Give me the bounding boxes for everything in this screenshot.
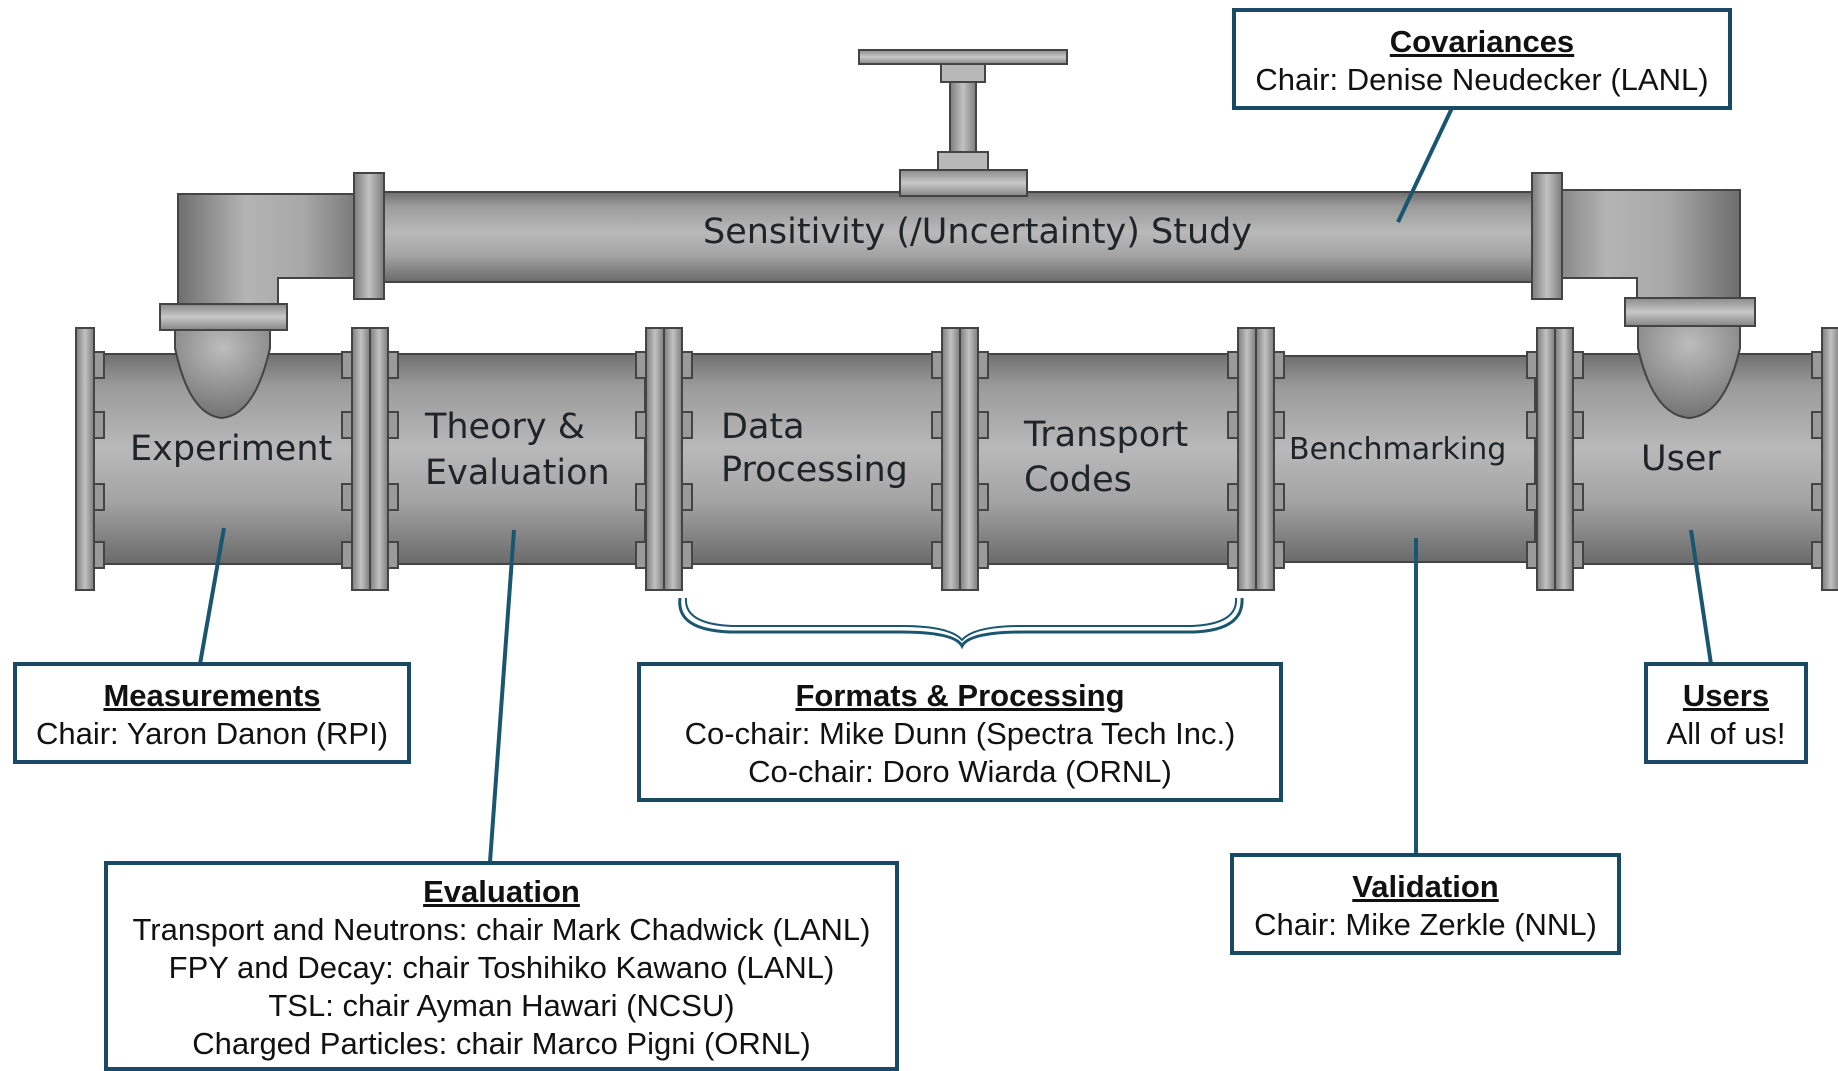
users-title: Users — [1682, 678, 1770, 713]
connectors — [198, 107, 1713, 863]
experiment-label: Experiment — [130, 429, 332, 469]
evaluation-line-3: TSL: chair Ayman Hawari (NCSU) — [268, 988, 735, 1023]
pipe-end-flange — [75, 327, 105, 591]
formats-box: Formats & Processing Co-chair: Mike Dunn… — [637, 662, 1283, 802]
data-label-line1: Data — [721, 407, 805, 447]
validation-title: Validation — [1352, 869, 1499, 904]
evaluation-line-4: Charged Particles: chair Marco Pigni (OR… — [192, 1026, 811, 1061]
evaluation-line-1: Transport and Neutrons: chair Mark Chadw… — [132, 912, 871, 947]
measurements-title: Measurements — [103, 678, 321, 713]
pipe-flange — [635, 327, 693, 591]
evaluation-box: Evaluation Transport and Neutrons: chair… — [104, 861, 899, 1071]
flange — [353, 172, 385, 300]
formats-cochair-2: Co-chair: Doro Wiarda (ORNL) — [748, 754, 1172, 789]
theory-label-line1: Theory & — [424, 407, 585, 447]
pipe-segment-theory — [384, 353, 646, 565]
covariances-title: Covariances — [1389, 24, 1575, 59]
evaluation-title: Evaluation — [423, 874, 580, 909]
evaluation-connector — [488, 529, 516, 863]
data-label-line2: Processing — [721, 450, 908, 490]
left-pipe-joint — [174, 329, 271, 420]
covariances-connector — [1396, 107, 1454, 223]
covariances-box: Covariances Chair: Denise Neudecker (LAN… — [1232, 8, 1732, 110]
right-pipe-joint — [1637, 325, 1741, 420]
formats-brace-inner — [684, 597, 1238, 642]
users-connector — [1689, 529, 1713, 665]
formats-title: Formats & Processing — [795, 678, 1125, 713]
formats-cochair-1: Co-chair: Mike Dunn (Spectra Tech Inc.) — [684, 716, 1236, 751]
sensitivity-label: Sensitivity (/Uncertainty) Study — [703, 212, 1252, 252]
user-label: User — [1641, 439, 1721, 479]
validation-box: Validation Chair: Mike Zerkle (NNL) — [1230, 853, 1621, 955]
pipe-flange — [1227, 327, 1285, 591]
transport-label-line1: Transport — [1023, 415, 1188, 455]
measurements-box: Measurements Chair: Yaron Danon (RPI) — [13, 662, 411, 764]
pipe-segment-transport — [975, 353, 1239, 565]
valve-handle — [858, 49, 1068, 65]
pipe-segment-data — [679, 353, 943, 565]
validation-chair: Chair: Mike Zerkle (NNL) — [1254, 907, 1597, 942]
covariances-chair: Chair: Denise Neudecker (LANL) — [1255, 62, 1709, 97]
pipe-segment-benchmarking — [1271, 355, 1536, 563]
pipe-flange — [931, 327, 989, 591]
users-box: Users All of us! — [1644, 662, 1808, 764]
main-pipeline — [89, 353, 1837, 565]
formats-brace — [678, 597, 1244, 650]
pipe-end-flange — [1811, 327, 1838, 591]
measurements-chair: Chair: Yaron Danon (RPI) — [35, 716, 389, 751]
measurements-connector — [198, 527, 226, 665]
transport-label-line2: Codes — [1024, 460, 1132, 500]
benchmarking-label: Benchmarking — [1289, 432, 1506, 467]
valve — [858, 49, 1068, 197]
pipe-flange — [1526, 327, 1584, 591]
pipeline-flanges — [75, 327, 1838, 591]
evaluation-line-2: FPY and Decay: chair Toshihiko Kawano (L… — [168, 950, 835, 985]
flange — [1531, 172, 1563, 300]
pipe-flange — [341, 327, 399, 591]
users-text: All of us! — [1666, 716, 1786, 751]
theory-label-line2: Evaluation — [425, 453, 610, 493]
